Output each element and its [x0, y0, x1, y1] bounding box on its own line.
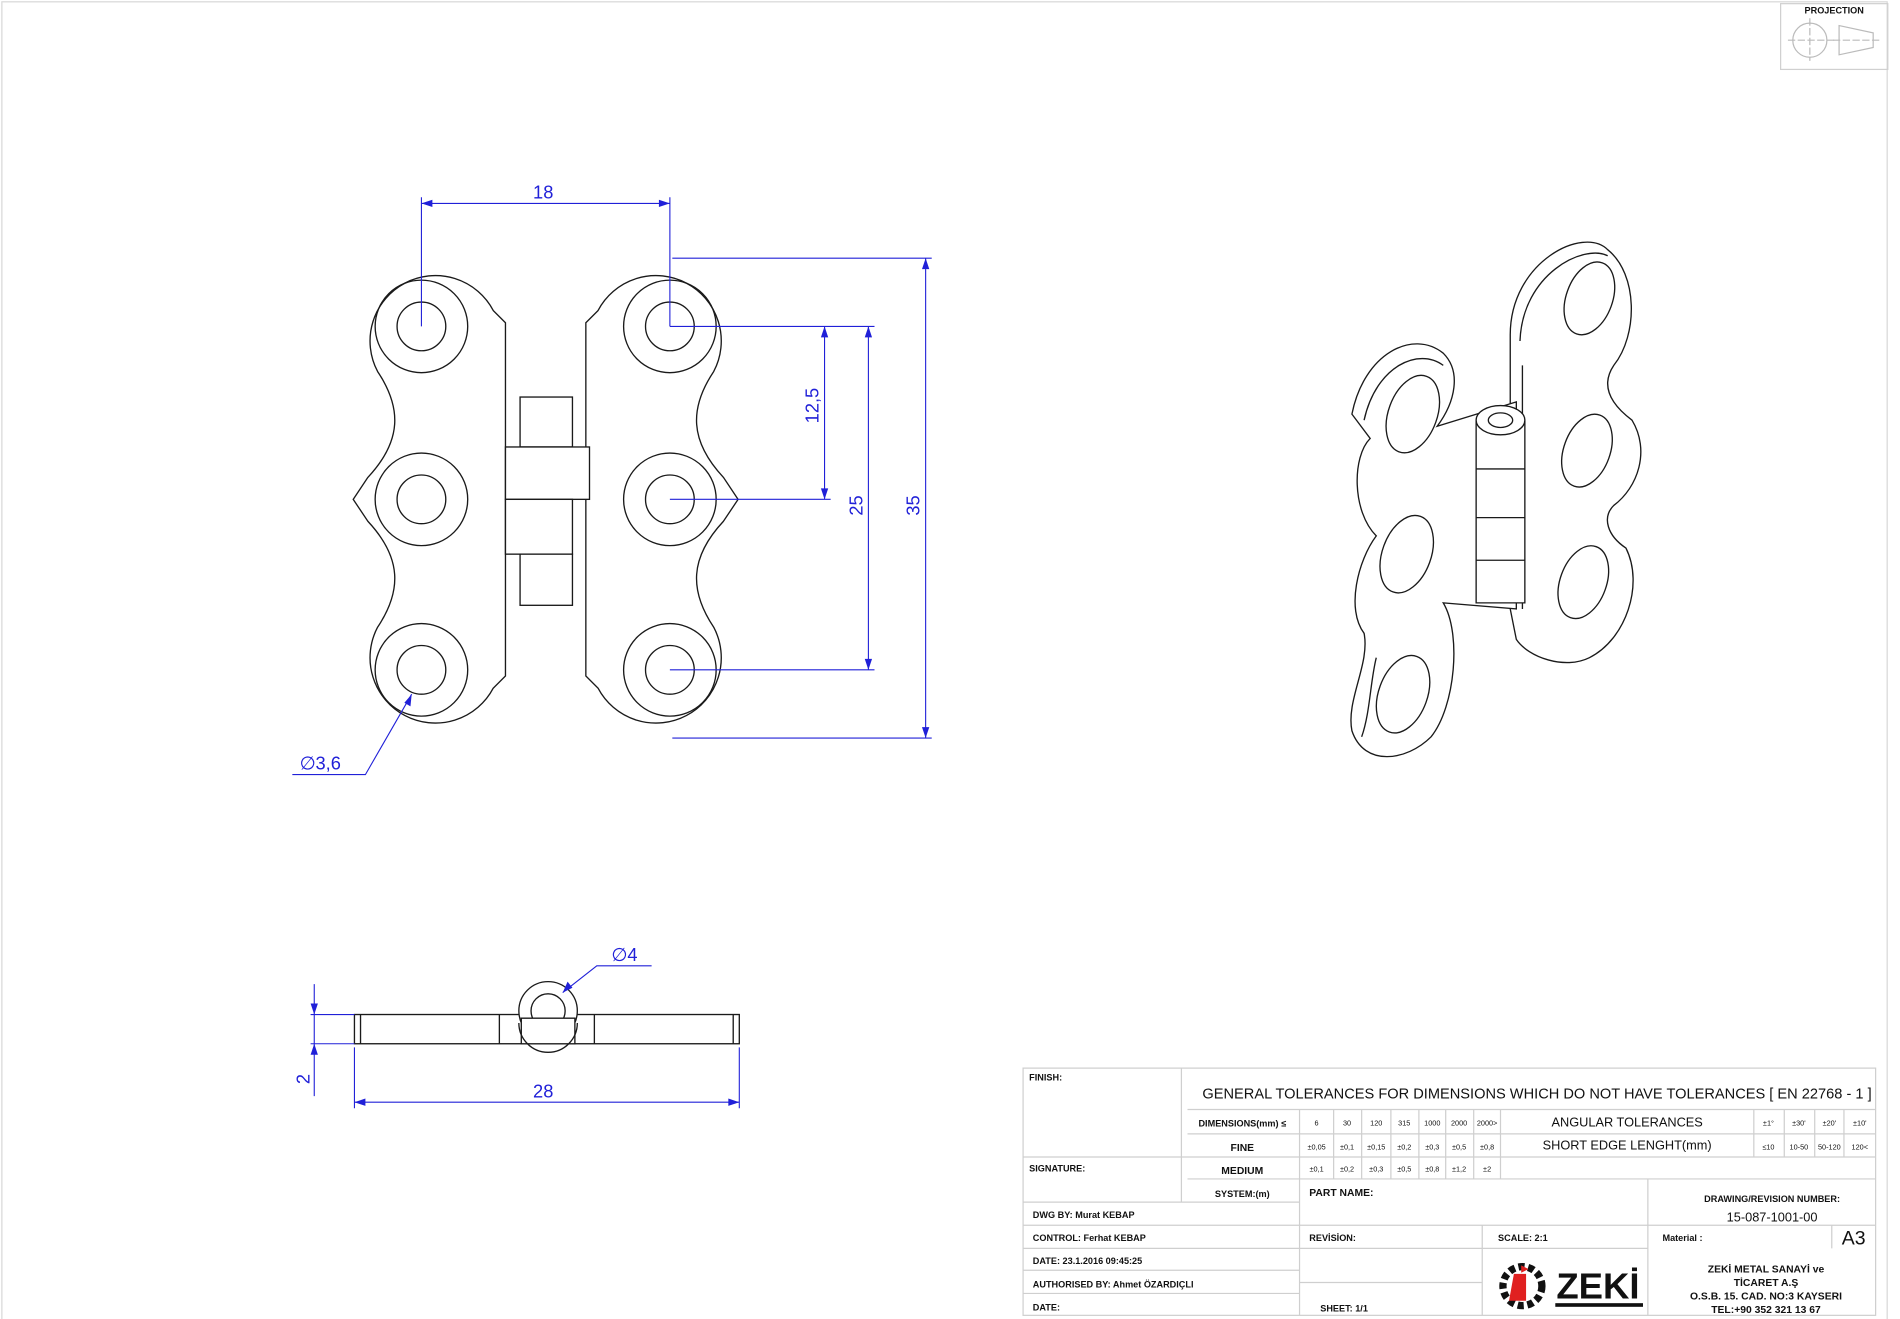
fine-values-row: ±0,05 ±0,1 ±0,15 ±0,2 ±0,3 ±0,5 ±0,8	[1307, 1143, 1494, 1152]
medium-value: ±0,8	[1425, 1165, 1439, 1174]
dimension-18: 18	[420, 182, 671, 327]
medium-values-row: ±0,1 ±0,2 ±0,3 ±0,5 ±0,8 ±1,2 ±2	[1310, 1165, 1492, 1174]
medium-value: ±0,1	[1310, 1165, 1324, 1174]
dim-steps-row: 6 30 120 315 1000 2000 2000>	[1315, 1118, 1498, 1127]
general-tolerances-title: GENERAL TOLERANCES FOR DIMENSIONS WHICH …	[1202, 1087, 1871, 1103]
dimension-hole-diameter: ∅3,6	[292, 693, 413, 776]
knuckles	[504, 396, 591, 606]
angular-value: ±10'	[1853, 1118, 1867, 1127]
dimension-pin-diameter: ∅4	[562, 944, 652, 994]
isometric-view	[1350, 241, 1642, 758]
dim-12-5-label: 12,5	[801, 388, 822, 424]
company-line-4: TEL:+90 352 321 13 67	[1711, 1305, 1821, 1316]
medium-label: MEDIUM	[1221, 1166, 1263, 1177]
fine-value: ±0,2	[1397, 1143, 1411, 1152]
scale-label: SCALE: 2:1	[1498, 1233, 1548, 1243]
medium-value: ±1,2	[1452, 1165, 1466, 1174]
right-leaf	[585, 274, 739, 724]
company-line-3: O.S.B. 15. CAD. NO:3 KAYSERI	[1690, 1292, 1842, 1303]
fine-value: ±0,5	[1452, 1143, 1466, 1152]
company-line-1: ZEKİ METAL SANAYİ ve	[1708, 1263, 1825, 1276]
medium-value: ±0,5	[1397, 1165, 1411, 1174]
short-edge-label: SHORT EDGE LENGHT(mm)	[1543, 1138, 1712, 1153]
dim-25-label: 25	[845, 495, 866, 515]
dim-step: 30	[1343, 1118, 1351, 1127]
part-name-label: PART NAME:	[1309, 1188, 1373, 1199]
fine-value: ±0,3	[1425, 1143, 1439, 1152]
finish-label: FINISH:	[1029, 1072, 1062, 1082]
dimension-2: 2	[292, 984, 355, 1097]
dim-18-label: 18	[533, 182, 553, 203]
dim-step: 120	[1370, 1118, 1382, 1127]
left-leaf	[352, 274, 507, 724]
system-label: SYSTEM:(m)	[1215, 1189, 1270, 1199]
dimension-12-5: 12,5	[669, 326, 831, 500]
angular-value: ±20'	[1823, 1118, 1837, 1127]
angular-tolerances-label: ANGULAR TOLERANCES	[1551, 1115, 1702, 1130]
dim-step: 6	[1315, 1118, 1319, 1127]
drawing-number: 15-087-1001-00	[1727, 1210, 1818, 1225]
dim-35-label: 35	[903, 495, 924, 515]
company-line-2: TİCARET A.Ş	[1734, 1276, 1799, 1289]
dim-pin-diameter-label: ∅4	[611, 944, 637, 965]
company-logo: ZEKİ	[1499, 1262, 1643, 1310]
dim-2-label: 2	[292, 1074, 313, 1084]
dim-step: 2000>	[1477, 1118, 1498, 1127]
front-view: 18 35 25 12,5 ∅3,6	[292, 182, 932, 776]
sheet-number: SHEET: 1/1	[1320, 1304, 1368, 1314]
medium-value: ±0,2	[1340, 1165, 1354, 1174]
dim-step: 2000	[1451, 1118, 1467, 1127]
iso-holes	[1375, 261, 1616, 734]
dim-step: 315	[1398, 1118, 1410, 1127]
angular-value: ±1°	[1763, 1118, 1774, 1127]
short-edge-value: 10-50	[1790, 1143, 1809, 1152]
fine-label: FINE	[1231, 1143, 1255, 1154]
material-label: Material :	[1662, 1233, 1702, 1243]
fine-value: ±0,1	[1340, 1143, 1354, 1152]
short-edge-value: 50-120	[1818, 1143, 1841, 1152]
iso-knuckle	[1475, 404, 1526, 604]
dimension-25: 25	[669, 325, 875, 671]
dimension-35: 35	[672, 257, 932, 739]
sheet-size: A3	[1842, 1228, 1866, 1250]
dim-hole-diameter-label: ∅3,6	[300, 753, 341, 774]
projection-symbol: PROJECTION	[1780, 3, 1889, 71]
dim-step: 1000	[1424, 1118, 1440, 1127]
medium-value: ±2	[1483, 1165, 1491, 1174]
projection-label: PROJECTION	[1805, 5, 1864, 15]
factory-icon	[1509, 1265, 1529, 1301]
authorised-by: AUTHORISED BY: Ahmet ÖZARDIÇLI	[1033, 1279, 1194, 1289]
dim-28-label: 28	[533, 1080, 553, 1101]
drawing-number-label: DRAWING/REVISION NUMBER:	[1704, 1194, 1840, 1204]
fine-value: ±0,05	[1307, 1143, 1325, 1152]
date-label: DATE:	[1033, 1302, 1060, 1312]
short-edge-value: 120<	[1852, 1143, 1868, 1152]
side-view: 28 2 ∅4	[292, 944, 740, 1109]
signature-label: SIGNATURE:	[1029, 1164, 1085, 1174]
dimension-28: 28	[353, 1047, 740, 1109]
title-block: FINISH: SIGNATURE: GENERAL TOLERANCES FO…	[1022, 1067, 1877, 1316]
date-created: DATE: 23.1.2016 09:45:25	[1033, 1256, 1142, 1266]
revision-label: REVİSİON:	[1309, 1233, 1356, 1243]
fine-value: ±0,8	[1480, 1143, 1494, 1152]
logo-text: ZEKİ	[1556, 1265, 1639, 1306]
angular-value: ±30'	[1792, 1118, 1806, 1127]
dwg-by: DWG BY: Murat KEBAP	[1033, 1210, 1135, 1220]
short-edge-value: ≤10	[1762, 1143, 1774, 1152]
medium-value: ±0,3	[1369, 1165, 1383, 1174]
short-edge-values-row: ≤10 10-50 50-120 120<	[1762, 1143, 1868, 1152]
fine-value: ±0,15	[1367, 1143, 1385, 1152]
angular-values-row: ±1° ±30' ±20' ±10'	[1763, 1118, 1867, 1127]
dimensions-label: DIMENSIONS(mm) ≤	[1198, 1119, 1286, 1129]
control-by: CONTROL: Ferhat KEBAP	[1033, 1233, 1146, 1243]
